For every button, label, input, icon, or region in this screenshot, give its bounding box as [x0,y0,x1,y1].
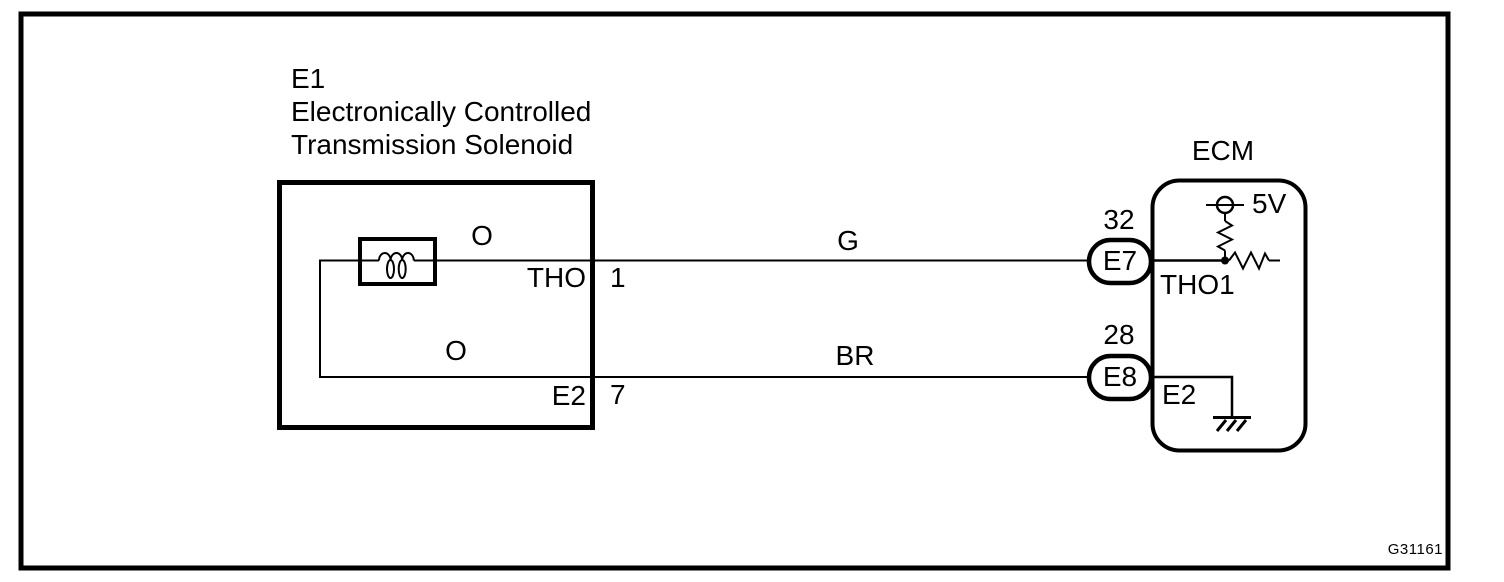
ecm-tho1-circuit [1150,195,1280,271]
junction-dot [1221,256,1229,265]
component-name-line1: Electronically Controlled [291,96,592,127]
wire-color-label-o-bottom: O [445,335,467,366]
ground-icon [1213,416,1251,432]
connector-label-e8: E8 [1102,360,1138,392]
ecm-ground-circuit [1150,375,1251,432]
wire-color-label-br: BR [835,340,875,371]
solenoid-coil-icon [358,237,437,286]
component-code-label: E1 [291,63,326,94]
voltage-label-5v: 5V [1252,188,1287,219]
figure-code: G31161 [1387,541,1443,558]
connector-e8-oval [1086,353,1154,402]
terminal-label-ecm-e2: E2 [1162,379,1197,410]
solenoid-box [277,180,595,430]
pin-number-7: 7 [610,379,626,410]
component-name-line2: Transmission Solenoid [291,129,574,160]
pin-number-28: 28 [1103,319,1135,350]
connector-label-e7: E7 [1102,244,1138,276]
terminal-label-tho1: THO1 [1160,269,1235,300]
series-resistor-icon [1228,250,1270,271]
page-frame [18,11,1451,571]
pullup-resistor-icon [1215,220,1235,252]
ecm-box [1150,178,1308,453]
connector-e7-oval [1086,237,1154,286]
pin-number-1: 1 [610,262,626,293]
wire-color-label-o-top: O [471,220,493,251]
terminal-label-e2: E2 [551,380,586,411]
ecm-title: ECM [1191,135,1255,166]
wire-color-label-g: G [837,225,859,256]
terminal-label-tho: THO [526,262,586,293]
component-title: E1 Electronically Controlled Transmissio… [291,62,591,161]
pin-number-32: 32 [1103,204,1135,235]
